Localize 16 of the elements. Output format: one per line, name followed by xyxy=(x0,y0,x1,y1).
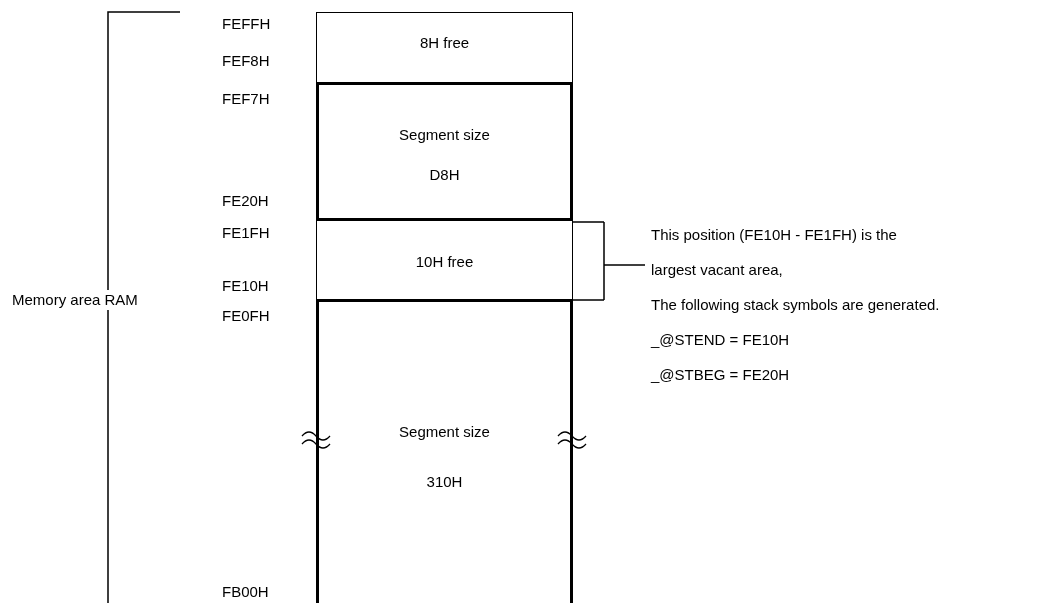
segment-label: 10H free xyxy=(414,252,475,272)
memory-segment-box xyxy=(316,220,573,300)
segment-label: D8H xyxy=(428,165,461,185)
note-line: _@STEND = FE10H xyxy=(651,330,790,350)
segment-label: Segment size xyxy=(398,422,491,442)
segment-label: 310H xyxy=(425,472,464,492)
address-label: Memory area RAM xyxy=(12,290,138,310)
memory-segment-box xyxy=(316,82,573,221)
segment-label: Segment size xyxy=(398,125,491,145)
memory-segment-box xyxy=(316,12,573,83)
note-line: The following stack symbols are generated. xyxy=(651,295,940,315)
note-line: This position (FE10H - FE1FH) is the largest vacant area, xyxy=(651,225,898,280)
segment-label: 8H free xyxy=(418,33,471,53)
note-line: _@STBEG = FE20H xyxy=(651,365,790,385)
leader-line xyxy=(571,221,646,301)
memory-segment-box xyxy=(316,299,573,603)
